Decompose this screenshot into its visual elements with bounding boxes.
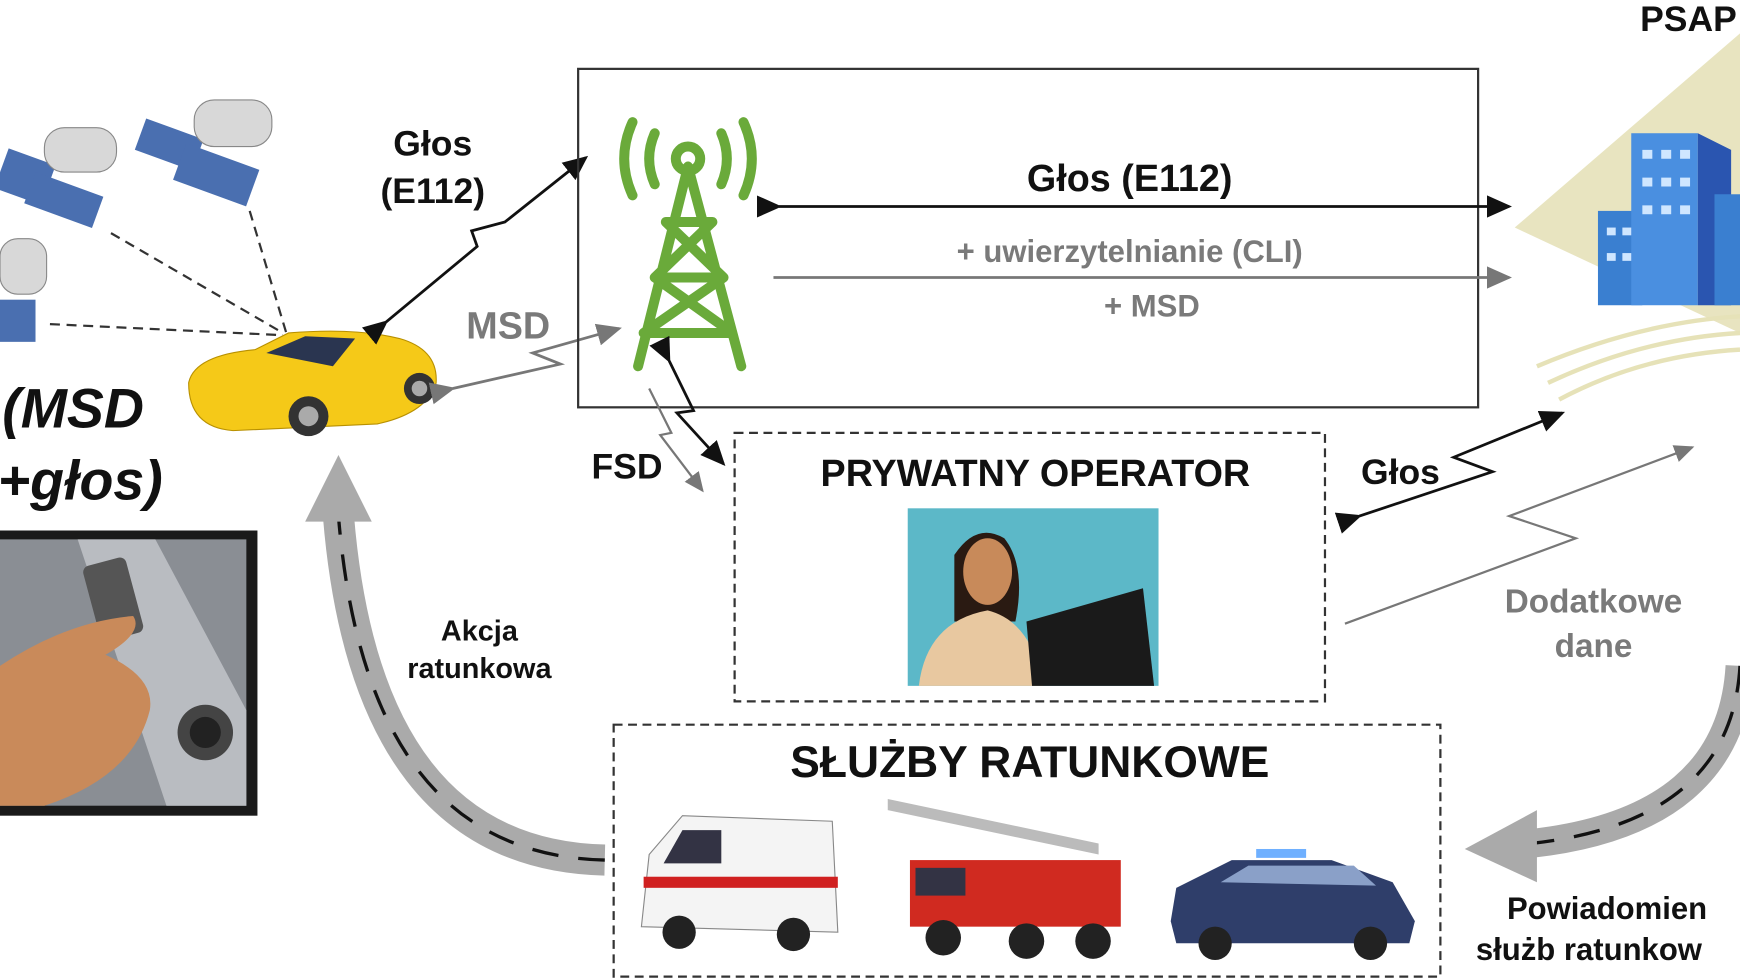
satellite-icon — [0, 127, 118, 228]
rescue-action-label-line2: ratunkowa — [407, 653, 552, 685]
operator-voice-label: Głos — [1361, 452, 1440, 492]
voice-e112-label-line1: Głos — [393, 123, 472, 163]
notification-label-line1: Powiadomien — [1507, 891, 1707, 926]
additional-data-label-line2: dane — [1555, 628, 1633, 665]
gps-signal-lines — [49, 210, 288, 337]
vehicle-label-line1: (MSD — [2, 377, 144, 439]
police-car-icon — [1170, 848, 1415, 960]
fsd-data-arrow — [648, 387, 704, 493]
network-voice-label: Głos (E112) — [1027, 157, 1232, 199]
rescue-action-label-line1: Akcja — [441, 615, 519, 647]
sos-button-photo — [0, 530, 258, 816]
satellite-icon — [134, 99, 273, 207]
operator-person-icon — [907, 508, 1159, 686]
ambulance-icon — [640, 815, 839, 952]
notification-label-line2: służb ratunkow — [1476, 932, 1703, 967]
satellite-icon — [0, 238, 48, 342]
network-auth-label: + uwierzytelnianie (CLI) — [957, 234, 1303, 269]
psap-building-icon — [1514, 33, 1740, 402]
network-msd-label: + MSD — [1104, 288, 1200, 323]
fsd-link-arrow — [649, 335, 726, 466]
private-operator-box — [733, 431, 1327, 703]
vehicle-label-line2: +głos) — [0, 449, 163, 511]
msd-link-arrow — [428, 323, 622, 405]
fire-truck-icon — [887, 799, 1121, 959]
cell-tower-icon — [619, 117, 757, 372]
car-icon — [188, 330, 437, 437]
psap-label: PSAP — [1640, 0, 1737, 39]
notification-flow-arrow — [1464, 664, 1740, 883]
private-operator-title: PRYWATNY OPERATOR — [821, 452, 1251, 494]
voice-e112-label-line2: (E112) — [380, 171, 485, 211]
emergency-services-box — [612, 723, 1442, 978]
fsd-label: FSD — [591, 446, 662, 486]
voice-link-arrow — [362, 155, 589, 345]
emergency-services-title: SŁUŻBY RATUNKOWE — [790, 738, 1269, 787]
additional-data-label-line1: Dodatkowe — [1505, 584, 1683, 621]
rescue-action-flow-arrow — [305, 455, 606, 876]
msd-label: MSD — [466, 305, 550, 347]
operator-voice-arrow — [1334, 410, 1566, 534]
mobile-network-box — [577, 67, 1480, 409]
additional-data-arrow — [1344, 445, 1695, 625]
